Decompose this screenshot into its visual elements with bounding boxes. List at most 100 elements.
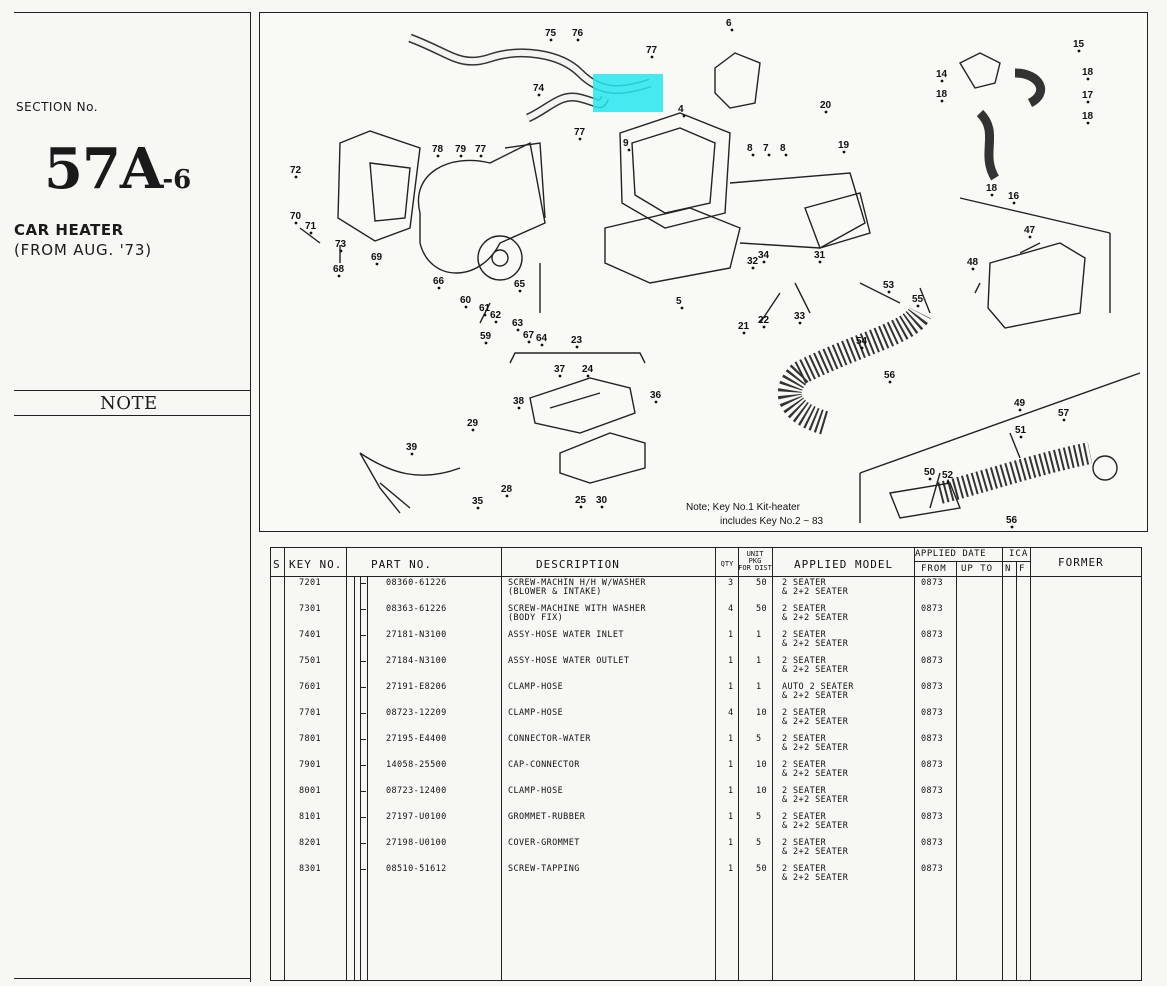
callout-55: 55 [912,294,924,305]
cell-applied-model-2: & 2+2 SEATER [782,665,849,675]
callout-28: 28 [501,484,513,495]
note-rule-bottom [14,415,250,416]
callout-dot [650,55,654,59]
callout-25: 25 [575,495,587,506]
callout-dot [586,374,590,378]
header-applied-model: APPLIED MODEL [794,558,894,571]
cell-part-no: 08510-51612 [386,864,447,874]
section-label: SECTION No. [16,100,99,114]
cell-unit-pkg: 5 [756,734,762,744]
callout-62: 62 [490,310,502,321]
row-dash [361,687,366,688]
row-dash [361,661,366,662]
row-dash [361,609,366,610]
callout-dot [464,305,468,309]
callout-dot [767,153,771,157]
callout-dot [1019,435,1023,439]
cell-applied-model: 2 SEATER [782,838,827,848]
callout-4: 4 [678,104,684,115]
cell-description: GROMMET-RUBBER [508,812,586,822]
cell-key-no: 7401 [299,630,322,640]
callout-dot [990,193,994,197]
callout-dot [916,304,920,308]
callout-dot [1028,235,1032,239]
callout-dot [1012,201,1016,205]
col-line [914,548,915,980]
callout-35: 35 [472,496,484,507]
col-line [284,548,285,980]
cell-unit-pkg: 1 [756,682,762,692]
cell-applied-model: AUTO 2 SEATER [782,682,854,692]
callout-dot [375,262,379,266]
callout-18: 18 [986,183,998,194]
callout-31: 31 [814,250,826,261]
callout-dot [680,306,684,310]
callout-69: 69 [371,252,383,263]
cell-qty: 1 [728,864,734,874]
row-dash [361,765,366,766]
callout-dot [751,153,755,157]
callout-dot [575,345,579,349]
cell-applied-model: 2 SEATER [782,786,827,796]
callout-dot [1010,525,1014,529]
callout-dot [459,154,463,158]
callout-dot [540,343,544,347]
cell-qty: 3 [728,578,734,588]
cell-key-no: 7601 [299,682,322,692]
callout-dot [579,505,583,509]
callout-dot [505,494,509,498]
cell-qty: 4 [728,604,734,614]
diagram-linework [299,33,1141,523]
cell-applied-model-2: & 2+2 SEATER [782,691,849,701]
cell-description: SCREW-MACHIN H/H W/WASHER [508,578,646,588]
cell-description-2: (BLOWER & INTAKE) [508,587,602,597]
callout-47: 47 [1024,225,1036,236]
callout-dot [682,114,686,118]
header-pkg: PKG [748,557,762,565]
cell-part-no: 27191-E8206 [386,682,447,692]
note-rule-top [14,390,250,391]
callout-dot [860,346,864,350]
cell-part-no: 14058-25500 [386,760,447,770]
header-subrule [914,561,1030,562]
callout-23: 23 [571,335,583,346]
cell-part-no: 27197-U0100 [386,812,447,822]
callout-dot [654,400,658,404]
callout-67: 67 [523,330,535,341]
cell-from: 0873 [921,760,944,770]
cell-key-no: 7301 [299,604,322,614]
callout-dot [518,289,522,293]
col-line [1030,548,1031,980]
callout-49: 49 [1014,398,1026,409]
callout-dot [784,153,788,157]
section-title: CAR HEATER [14,221,124,239]
cell-description: ASSY-HOSE WATER OUTLET [508,656,630,666]
header-description: DESCRIPTION [536,558,620,571]
callout-dot [436,154,440,158]
cell-unit-pkg: 1 [756,656,762,666]
callout-57: 57 [1058,408,1070,419]
cell-applied-model: 2 SEATER [782,864,827,874]
cell-qty: 1 [728,734,734,744]
cell-description: CONNECTOR-WATER [508,734,591,744]
callout-52: 52 [942,470,954,481]
callout-dot [971,267,975,271]
callout-9: 9 [623,138,629,149]
col-line [772,548,773,980]
callout-dot [558,374,562,378]
callout-dot [1086,121,1090,125]
row-dash [361,713,366,714]
callout-74: 74 [533,83,545,94]
cell-applied-model: 2 SEATER [782,630,827,640]
callout-61: 61 [479,303,491,314]
callout-dot [627,148,631,152]
cell-applied-model-2: & 2+2 SEATER [782,613,849,623]
row-dash [361,869,366,870]
section-number-sub: -6 [162,165,192,195]
cell-unit-pkg: 50 [756,864,768,874]
callout-66: 66 [433,276,445,287]
header-key-no: KEY NO. [289,558,343,571]
callout-78: 78 [432,144,444,155]
callout-dot [730,28,734,32]
col-line [360,576,361,980]
